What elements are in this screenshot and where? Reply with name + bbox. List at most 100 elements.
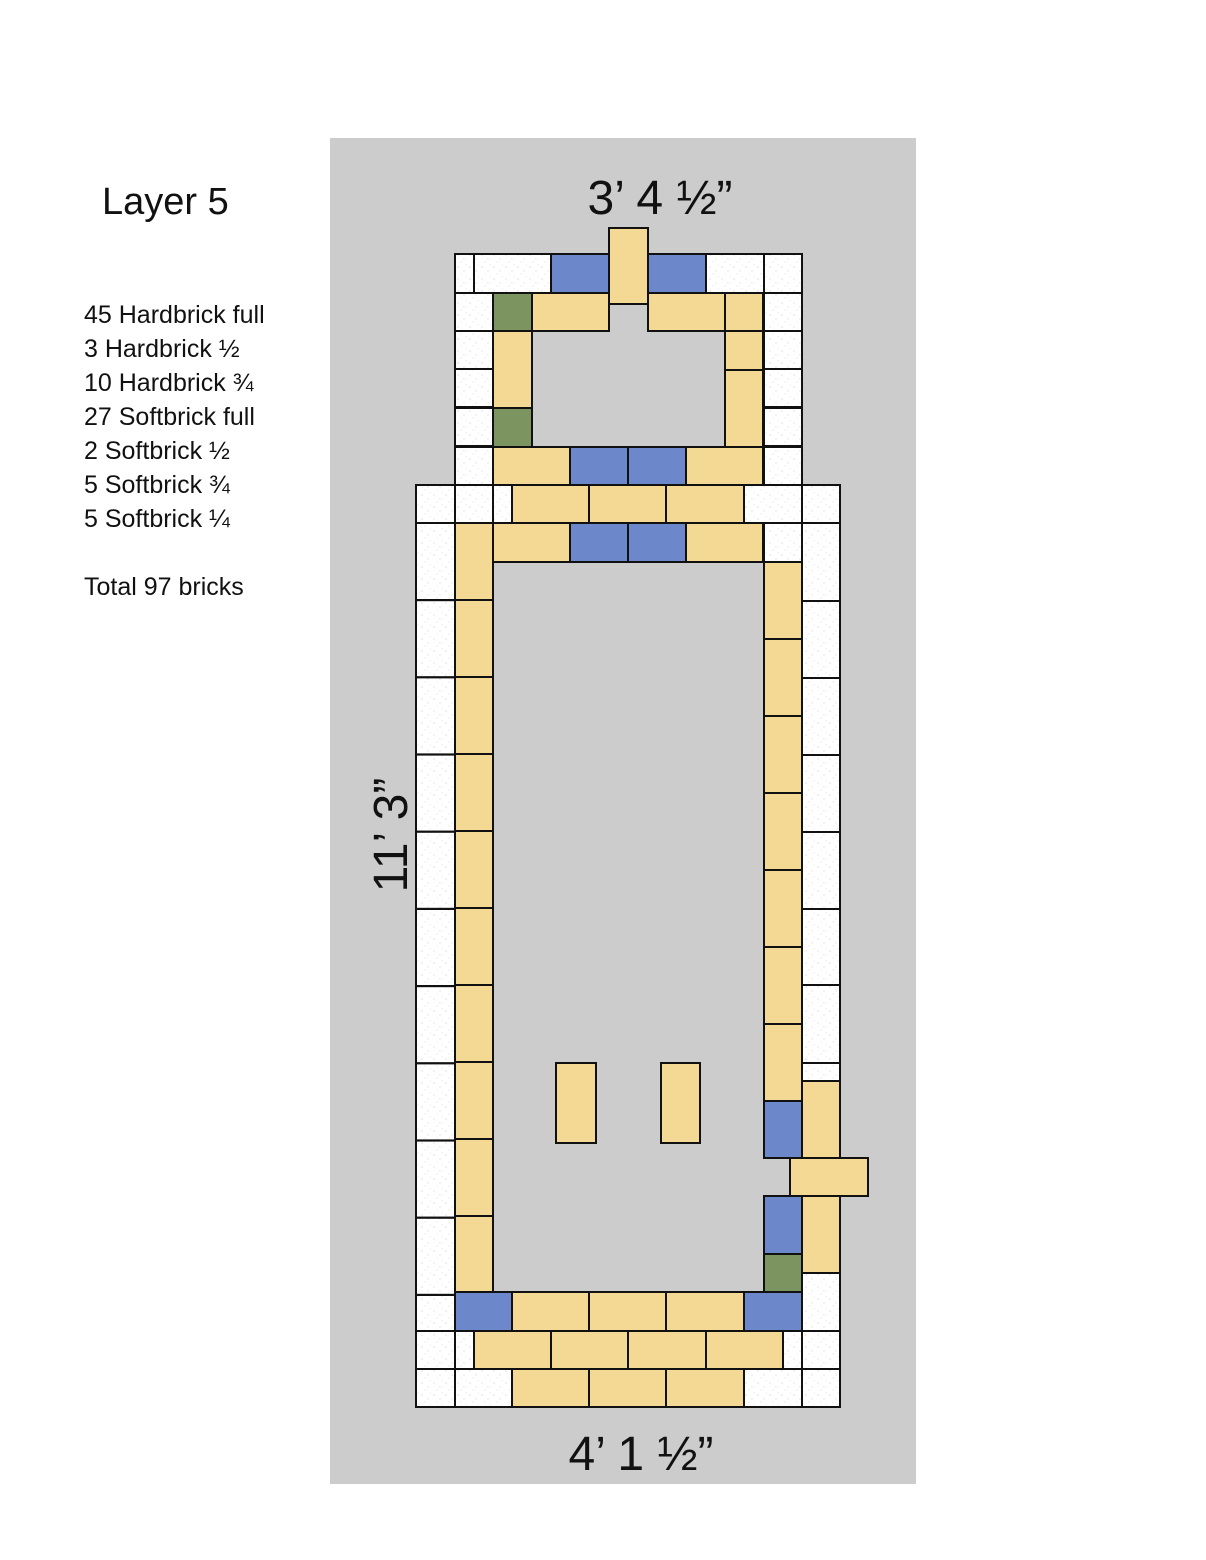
hardbrick-77 [763, 638, 803, 717]
softbrick-7 [454, 330, 494, 370]
hardbrick-79 [763, 792, 803, 871]
softbrick-11 [763, 292, 803, 332]
count-softbrick-half: 2 Softbrick ½ [84, 437, 230, 465]
hardbrick-25 [492, 446, 571, 486]
count-softbrick-quarter: 5 Softbrick ¼ [84, 505, 230, 533]
hardbrick-28 [685, 446, 764, 486]
hardbrick-82 [763, 1023, 803, 1102]
softbrick-9 [454, 407, 494, 447]
softbrick-42 [763, 522, 803, 563]
green-brick-16 [492, 292, 533, 332]
count-hardbrick-three-quarter: 10 Hardbrick ¾ [84, 369, 254, 397]
count-softbrick-three-quarter: 5 Softbrick ¾ [84, 471, 230, 499]
hardbrick-95 [665, 1291, 745, 1332]
count-hardbrick-full: 45 Hardbrick full [84, 301, 265, 329]
hardbrick-18 [647, 292, 726, 332]
hardbrick-64 [454, 1138, 494, 1217]
hardbrick-106 [588, 1368, 667, 1408]
hardbrick-100 [627, 1330, 707, 1370]
softbrick-50 [415, 1062, 456, 1142]
softbrick-97 [454, 1330, 475, 1370]
hardbrick-17 [531, 292, 610, 332]
softbrick-36 [801, 484, 841, 524]
hardbrick-88 [801, 1195, 841, 1274]
hardbrick-19 [724, 292, 764, 332]
softbrick-8 [454, 368, 494, 408]
softbrick-68 [801, 600, 841, 679]
hardbrick-86 [801, 1080, 841, 1159]
softbrick-67 [801, 522, 841, 602]
blue-brick-27 [627, 446, 687, 486]
softbrick-30 [454, 484, 494, 524]
blue-brick-92 [454, 1291, 513, 1332]
softbrick-12 [763, 330, 803, 370]
blue-brick-40 [627, 522, 687, 563]
softbrick-0 [454, 253, 475, 294]
hardbrick-61 [454, 907, 494, 986]
hardbrick-101 [705, 1330, 784, 1370]
hardbrick-34 [665, 484, 745, 524]
hardbrick-80 [763, 869, 803, 948]
hardbrick-57 [454, 599, 494, 678]
hardbrick-99 [550, 1330, 629, 1370]
softbrick-6 [454, 292, 494, 332]
hardbrick-24 [608, 227, 649, 305]
hardbrick-90 [555, 1062, 597, 1144]
softbrick-47 [415, 830, 456, 910]
hardbrick-63 [454, 1061, 494, 1140]
softbrick-10 [454, 446, 494, 486]
hardbrick-38 [492, 522, 571, 563]
softbrick-14 [763, 407, 803, 447]
blue-brick-3 [647, 253, 707, 294]
hardbrick-76 [763, 561, 803, 640]
softbrick-15 [763, 446, 803, 486]
softbrick-70 [801, 754, 841, 833]
blue-brick-96 [743, 1291, 803, 1332]
softbrick-51 [415, 1139, 456, 1219]
softbrick-49 [415, 985, 456, 1065]
blue-brick-84 [763, 1195, 803, 1255]
blue-brick-26 [569, 446, 629, 486]
softbrick-48 [415, 908, 456, 987]
hardbrick-91 [660, 1062, 701, 1144]
blue-brick-2 [550, 253, 610, 294]
hardbrick-105 [511, 1368, 590, 1408]
brick-group [415, 227, 869, 1408]
hardbrick-41 [685, 522, 764, 563]
total-bricks: Total 97 bricks [84, 573, 244, 601]
hardbrick-107 [665, 1368, 745, 1408]
hardbrick-93 [511, 1291, 590, 1332]
hardbrick-58 [454, 676, 494, 755]
brick-count-list: 45 Hardbrick full 3 Hardbrick ½ 10 Hardb… [84, 298, 265, 604]
hardbrick-23 [724, 369, 764, 448]
hardbrick-60 [454, 830, 494, 909]
green-brick-85 [763, 1253, 803, 1293]
softbrick-46 [415, 753, 456, 833]
softbrick-4 [705, 253, 765, 294]
softbrick-1 [473, 253, 552, 294]
hardbrick-62 [454, 984, 494, 1063]
dimension-bottom: 4’ 1 ½” [569, 1428, 714, 1481]
softbrick-45 [415, 676, 456, 756]
hardbrick-33 [588, 484, 667, 524]
layer-title: Layer 5 [102, 181, 229, 223]
softbrick-75 [801, 984, 841, 1064]
hardbrick-78 [763, 715, 803, 794]
softbrick-72 [801, 908, 841, 987]
softbrick-29 [415, 484, 456, 524]
softbrick-13 [763, 368, 803, 408]
softbrick-108 [743, 1368, 803, 1408]
hardbrick-22 [724, 330, 764, 371]
softbrick-5 [763, 253, 803, 294]
softbrick-109 [801, 1368, 841, 1408]
blue-brick-39 [569, 522, 629, 563]
softbrick-89 [801, 1272, 841, 1332]
dimension-side: 11’ 3” [365, 778, 418, 893]
hardbrick-87 [789, 1157, 869, 1197]
softbrick-54 [415, 1330, 456, 1370]
hardbrick-59 [454, 753, 494, 832]
hardbrick-98 [473, 1330, 552, 1370]
softbrick-44 [415, 599, 456, 679]
dimension-top: 3’ 4 ½” [588, 172, 733, 225]
